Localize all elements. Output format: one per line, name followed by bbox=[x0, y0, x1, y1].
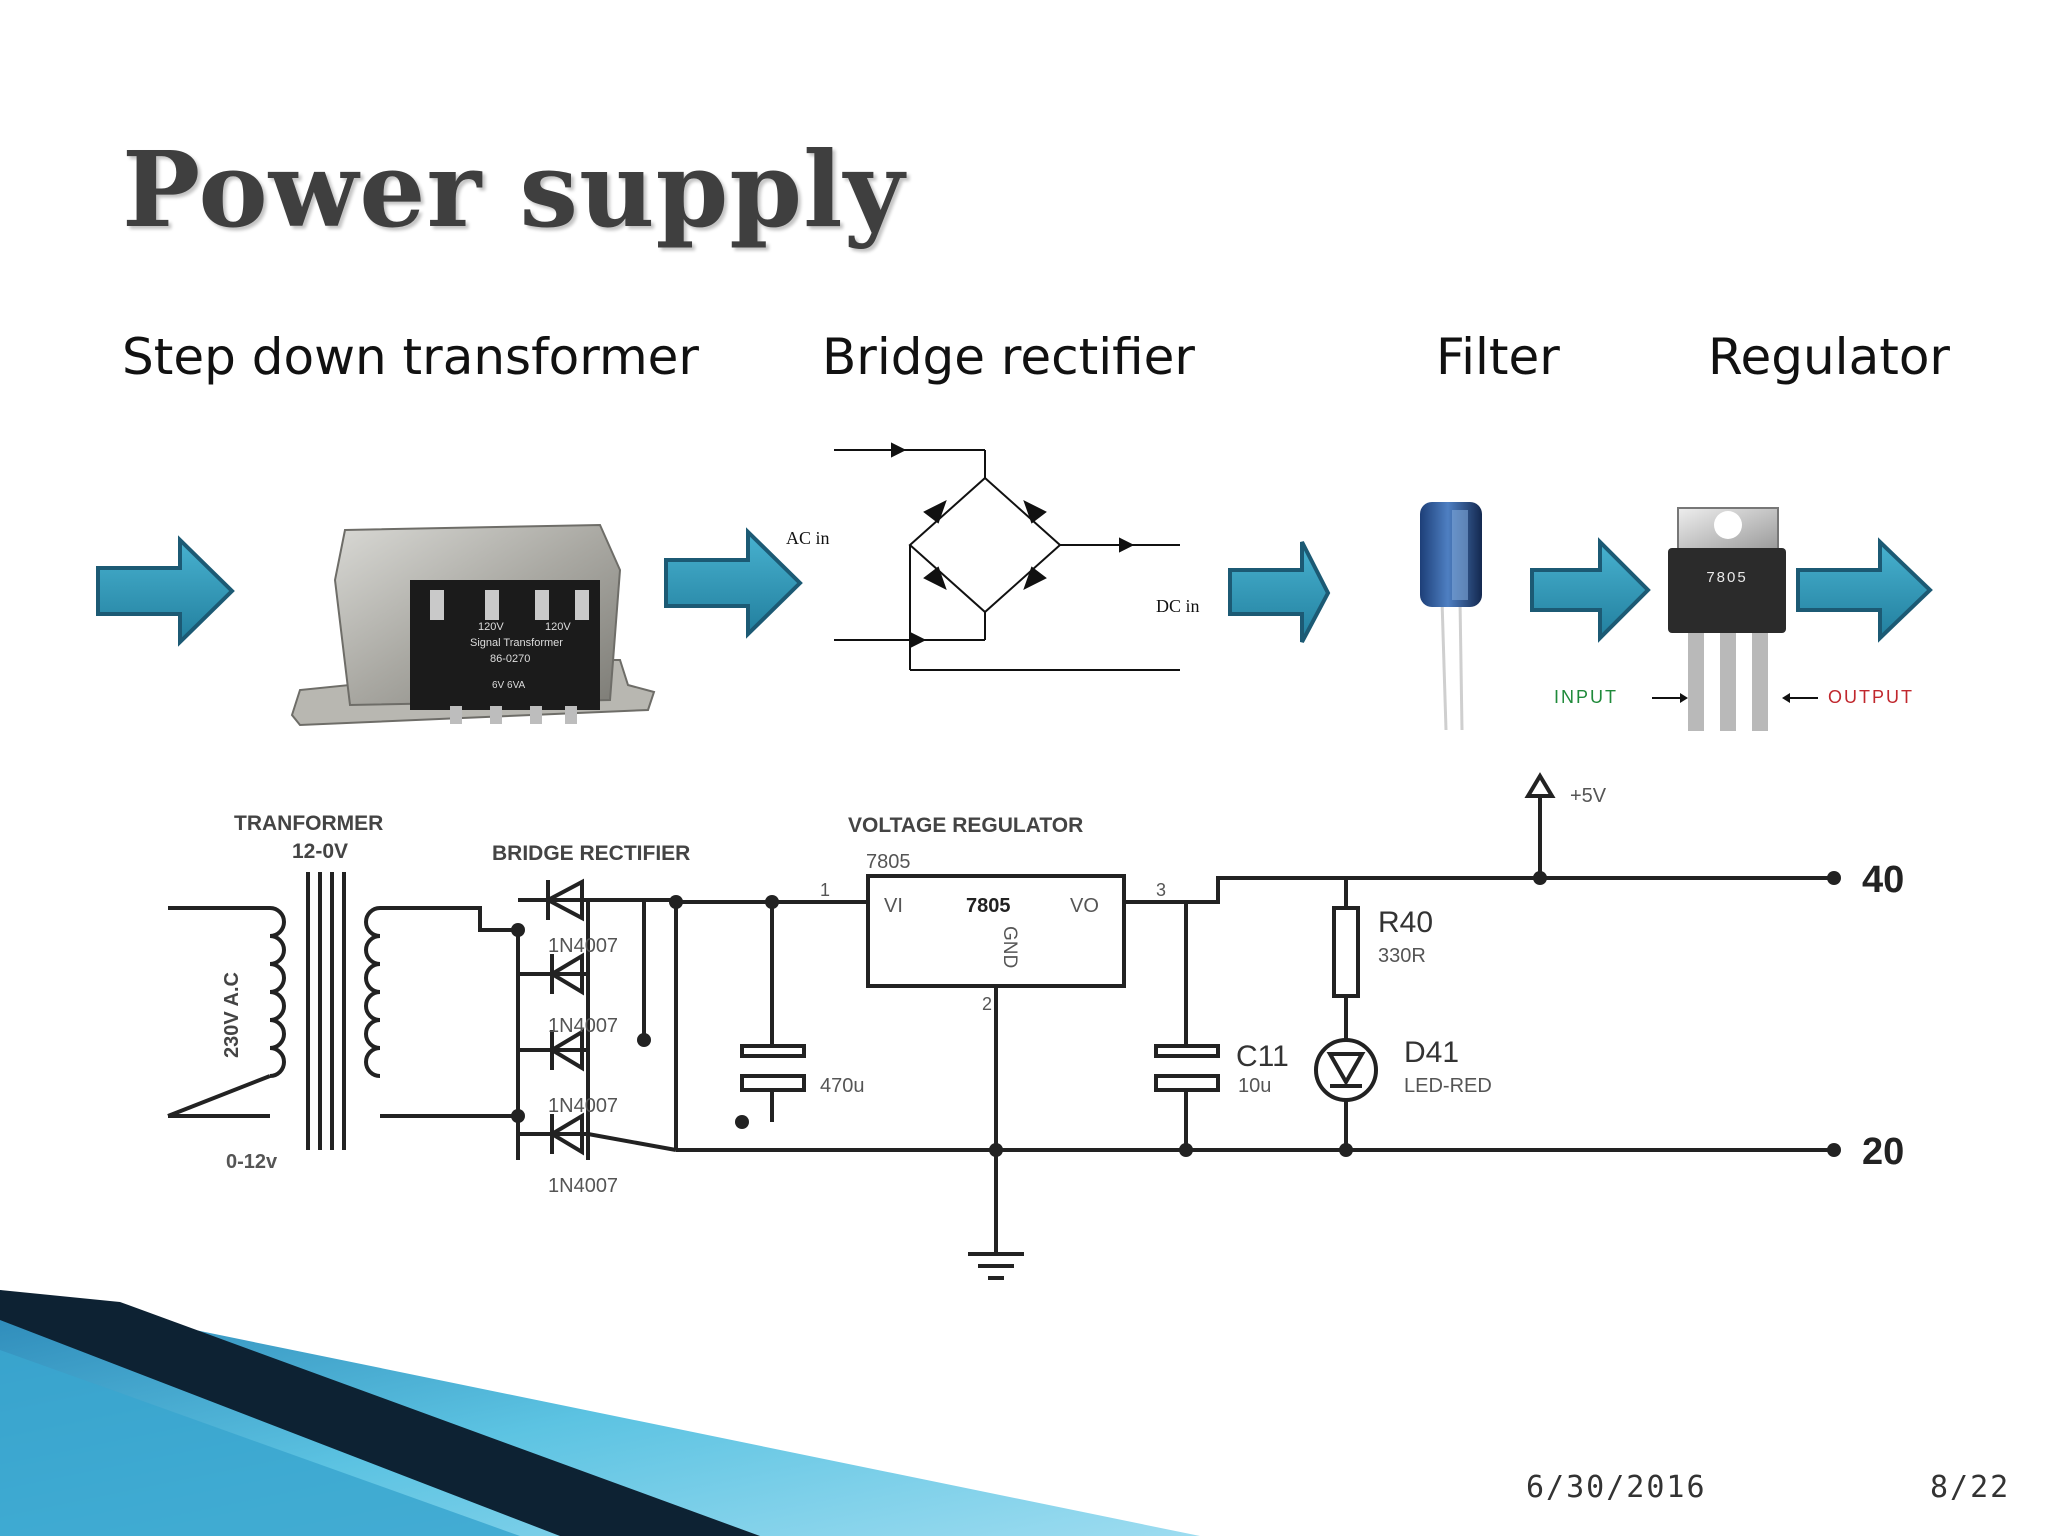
transformer-brand: Signal Transformer bbox=[470, 637, 563, 649]
input-label: INPUT bbox=[1554, 687, 1618, 707]
flow-arrow-icon bbox=[1228, 541, 1331, 643]
dc-in-label: DC in bbox=[1156, 596, 1200, 616]
capacitor-photo bbox=[1420, 502, 1482, 731]
pin-vo-label: VO bbox=[1070, 895, 1099, 917]
block-diagram: 120V 120V Signal Transformer 86-0270 6V … bbox=[96, 442, 1933, 731]
diode-label-1: 1N4007 bbox=[548, 935, 618, 957]
regulator-part-label: 7805 bbox=[1706, 569, 1747, 586]
resistor-ref: R40 bbox=[1378, 906, 1433, 939]
diode-label-4: 1N4007 bbox=[548, 1175, 618, 1197]
diode-label-2: 1N4007 bbox=[548, 1015, 618, 1037]
flow-arrow-icon bbox=[1796, 537, 1933, 643]
flow-arrow-icon bbox=[1530, 537, 1651, 643]
led-ref: D41 bbox=[1404, 1036, 1459, 1069]
output-cap-value: 10u bbox=[1238, 1075, 1271, 1097]
output-cap-ref: C11 bbox=[1236, 1040, 1289, 1073]
slide-title: Power supply bbox=[122, 128, 906, 251]
circuit-schematic: TRANFORMER 12-0V 230V A.C 0-12v BRIDGE R… bbox=[167, 772, 1904, 1280]
ac-in-label: AC in bbox=[786, 528, 830, 548]
flow-arrow-icon bbox=[664, 527, 803, 639]
vout-label: +5V bbox=[1570, 785, 1607, 807]
slide-page-number: 8/22 bbox=[1930, 1470, 2011, 1505]
transformer-tap-label: 120V bbox=[478, 621, 504, 633]
secondary-voltage-label: 0-12v bbox=[226, 1151, 278, 1173]
input-cap-value: 470u bbox=[820, 1075, 865, 1097]
regulator-part-schematic: 7805 bbox=[866, 851, 911, 873]
transformer-tap-label: 120V bbox=[545, 621, 571, 633]
regulator-photo: 7805 bbox=[1668, 507, 1786, 731]
flow-arrow-icon bbox=[96, 535, 235, 647]
resistor-value: 330R bbox=[1378, 945, 1426, 967]
bridge-rectifier-diagram bbox=[834, 442, 1180, 671]
stage-label-filter: Filter bbox=[1436, 328, 1560, 386]
node-top-label: 40 bbox=[1862, 859, 1904, 901]
pin-gnd-label: GND bbox=[999, 926, 1020, 968]
output-label: OUTPUT bbox=[1828, 687, 1914, 707]
transformer-part: 86-0270 bbox=[490, 653, 530, 665]
transformer-title: TRANFORMER bbox=[234, 812, 383, 835]
transformer-rating: 6V 6VA bbox=[492, 680, 525, 691]
stage-label-regulator: Regulator bbox=[1708, 328, 1950, 386]
primary-voltage-label: 230V A.C bbox=[221, 972, 243, 1058]
led-value: LED-RED bbox=[1404, 1075, 1492, 1097]
diode-label-3: 1N4007 bbox=[548, 1095, 618, 1117]
regulator-body-label: 7805 bbox=[966, 895, 1011, 917]
stage-label-transformer: Step down transformer bbox=[122, 328, 699, 386]
pin2-number: 2 bbox=[982, 994, 992, 1014]
stage-label-bridge: Bridge rectifier bbox=[822, 328, 1195, 386]
node-bottom-label: 20 bbox=[1862, 1131, 1904, 1173]
transformer-rating: 12-0V bbox=[292, 840, 348, 863]
pin3-number: 3 bbox=[1156, 880, 1166, 900]
decorative-swoosh bbox=[0, 1290, 1200, 1536]
bridge-title: BRIDGE RECTIFIER bbox=[492, 842, 690, 865]
pin1-number: 1 bbox=[820, 880, 830, 900]
pin-vi-label: VI bbox=[884, 895, 903, 917]
regulator-title: VOLTAGE REGULATOR bbox=[848, 814, 1083, 837]
slide-date: 6/30/2016 bbox=[1526, 1470, 1707, 1505]
transformer-photo: 120V 120V Signal Transformer 86-0270 6V … bbox=[290, 523, 656, 727]
